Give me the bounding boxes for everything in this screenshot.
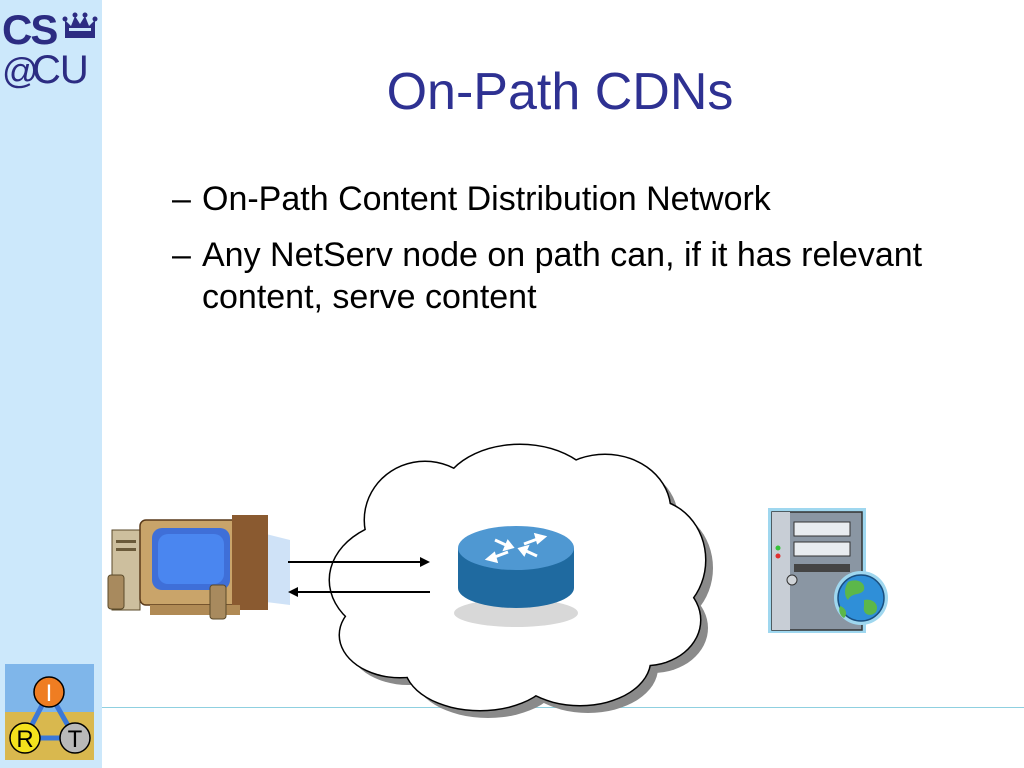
irt-i-letter: I — [46, 680, 53, 707]
irt-r-letter: R — [16, 726, 33, 753]
bullet-dash: – — [172, 180, 191, 218]
bullet-text: Any NetServ node on path can, if it has … — [202, 236, 923, 316]
client-computer-icon — [107, 515, 290, 620]
request-arrow — [288, 557, 430, 567]
logo-at-sign: @ — [2, 50, 39, 91]
globe-icon — [834, 571, 888, 625]
bullet-item: – On-Path Content Distribution Network — [172, 178, 932, 220]
response-arrow — [288, 587, 430, 597]
bullet-item: – Any NetServ node on path can, if it ha… — [172, 234, 932, 318]
network-diagram — [107, 443, 888, 718]
logo-cs-text: CS — [2, 6, 58, 53]
router-icon — [454, 526, 578, 627]
irt-t-letter: T — [68, 726, 83, 753]
web-server-icon — [768, 508, 866, 633]
logo-cu-text: CU — [32, 48, 89, 92]
slide-title: On-Path CDNs — [386, 63, 734, 121]
bullet-text: On-Path Content Distribution Network — [202, 180, 771, 218]
crown-icon — [62, 12, 98, 38]
bullet-dash: – — [172, 236, 191, 274]
irt-logo: I R T — [5, 664, 94, 760]
bullet-list: – On-Path Content Distribution Network –… — [172, 178, 932, 332]
sidebar-strip: CS @ CU I R T — [0, 0, 102, 768]
irt-logo-graphic: I R T — [9, 676, 91, 754]
